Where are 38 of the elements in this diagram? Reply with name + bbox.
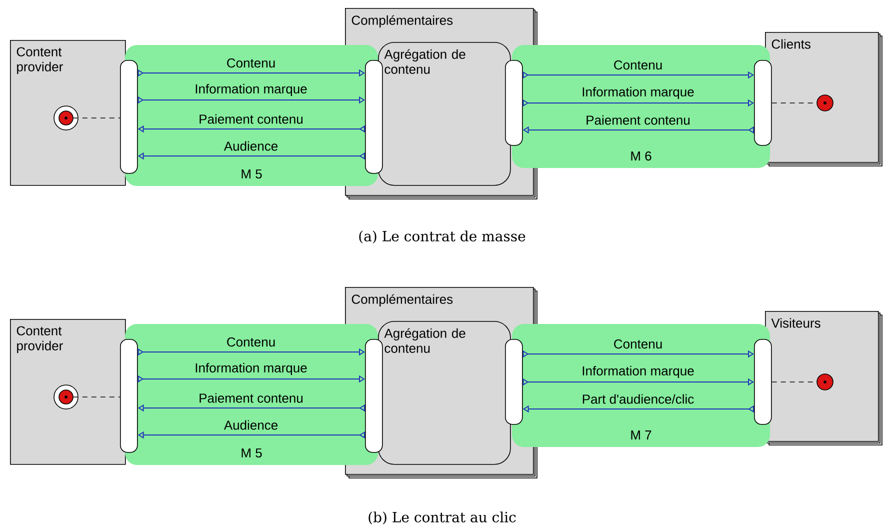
port-bar	[505, 339, 523, 425]
caption: (b) Le contrat au clic	[368, 512, 516, 524]
edge-label: Contenu	[614, 339, 662, 349]
edge-label: Contenu	[227, 58, 275, 68]
edge-label: Information marque	[196, 362, 307, 376]
port-bar	[365, 60, 383, 174]
port-bar	[365, 339, 383, 453]
rounded-box: Agrégation de contenu	[378, 42, 511, 186]
actor-box: Content provider	[10, 319, 126, 465]
port-dot	[54, 106, 78, 130]
port-dot	[816, 374, 834, 390]
edge-label: Information marque	[196, 84, 307, 96]
edge-label: Paiement contenu	[200, 114, 303, 124]
edge-label: Information marque	[582, 86, 694, 100]
edge-label: Information marque	[582, 366, 694, 378]
edge-label: Paiement contenu	[586, 115, 690, 125]
port-dot	[816, 94, 834, 112]
arrow	[138, 69, 365, 77]
arrow	[138, 96, 365, 104]
edge-label: Audience	[224, 141, 278, 151]
arrow	[138, 348, 365, 356]
edge-label: Contenu	[227, 337, 275, 347]
edge-label: Audience	[224, 420, 278, 430]
port-bar	[754, 60, 772, 146]
port-bar	[120, 339, 138, 453]
actor-box: Content provider	[10, 40, 126, 186]
edge-label: Part d'audience/clic	[582, 394, 694, 404]
edge-label: Contenu	[614, 60, 662, 70]
port-bar	[505, 60, 523, 146]
stacked-box: Visiteurs	[765, 311, 882, 446]
edge-label: Paiement contenu	[200, 393, 303, 403]
stacked-box: Clients	[765, 32, 882, 166]
port-dot	[54, 384, 78, 410]
caption: (a) Le contrat de masse	[359, 230, 526, 244]
port-bar	[120, 60, 138, 174]
port-bar	[754, 339, 772, 425]
rounded-box: Agrégation de contenu	[378, 321, 511, 465]
arrow	[138, 375, 365, 383]
